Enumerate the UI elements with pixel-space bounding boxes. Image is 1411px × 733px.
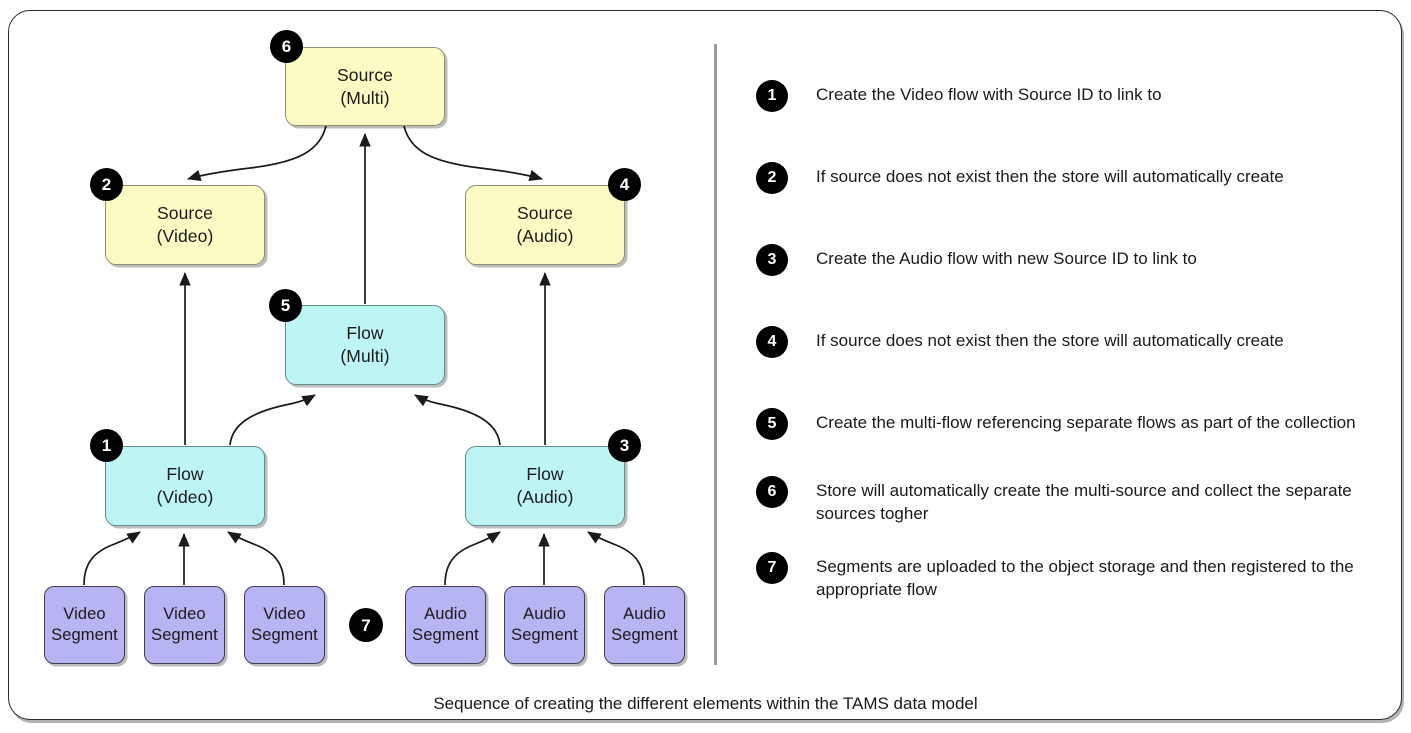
node-source-video-line1: Source — [156, 203, 214, 224]
node-audio-segment-3[interactable]: Audio Segment — [604, 586, 685, 664]
legend-text-1: Create the Video flow with Source ID to … — [816, 85, 1162, 104]
node-video-segment-3-line2: Segment — [251, 626, 318, 644]
diagram-caption: Sequence of creating the different eleme… — [433, 694, 978, 713]
node-audio-segment-2-line1: Audio — [523, 604, 566, 623]
legend-item-1: 1 Create the Video flow with Source ID t… — [756, 80, 1376, 122]
legend-badge-7: 7 — [756, 551, 788, 584]
badge-2-source-video[interactable]: 2 — [90, 168, 123, 201]
node-video-segment-1-line1: Video — [63, 604, 106, 623]
legend-text-2: If source does not exist then the store … — [816, 167, 1284, 186]
badge-5-flow-multi[interactable]: 5 — [269, 289, 302, 322]
legend-item-2: 2 If source does not exist then the stor… — [756, 162, 1376, 204]
legend-item-7: 7 Segments are uploaded to the object st… — [756, 551, 1376, 602]
node-source-multi-line1: Source — [336, 64, 394, 85]
node-audio-segment-2-line2: Segment — [511, 626, 578, 644]
node-flow-video-line1: Flow — [166, 464, 204, 485]
legend-badge-1: 1 — [756, 80, 788, 112]
node-video-segment-1[interactable]: Video Segment — [44, 586, 125, 664]
node-video-segment-2-line1: Video — [163, 604, 206, 623]
node-source-audio-line1: Source — [516, 203, 574, 224]
node-flow-multi-line1: Flow — [346, 323, 384, 344]
node-flow-audio-line1: Flow — [526, 464, 564, 485]
badge-7-segments[interactable]: 7 — [349, 608, 383, 642]
legend-badge-2: 2 — [756, 162, 788, 194]
node-audio-segment-1[interactable]: Audio Segment — [405, 586, 486, 664]
node-audio-segment-1-line2: Segment — [412, 626, 479, 644]
node-video-segment-2[interactable]: Video Segment — [144, 586, 225, 664]
legend-text-4: If source does not exist then the store … — [816, 331, 1284, 350]
legend-badge-3: 3 — [756, 244, 788, 276]
node-audio-segment-3-line2: Segment — [611, 626, 678, 644]
legend-text-7: Segments are uploaded to the object stor… — [816, 556, 1354, 600]
node-video-segment-2-line2: Segment — [151, 626, 218, 644]
node-video-segment-3-line1: Video — [263, 604, 306, 623]
legend-item-4: 4 If source does not exist then the stor… — [756, 326, 1376, 368]
legend-panel: 1 Create the Video flow with Source ID t… — [756, 80, 1376, 602]
vertical-divider — [714, 44, 717, 665]
node-source-audio[interactable]: Source (Audio) — [465, 185, 625, 265]
node-source-audio-line2: (Audio) — [516, 226, 574, 246]
node-video-segment-3[interactable]: Video Segment — [244, 586, 325, 664]
legend-text-3: Create the Audio flow with new Source ID… — [816, 249, 1197, 268]
node-flow-multi-line2: (Multi) — [340, 346, 390, 366]
node-flow-video-line2: (Video) — [156, 487, 214, 507]
badge-1-flow-video[interactable]: 1 — [90, 429, 123, 462]
node-source-multi[interactable]: Source (Multi) — [285, 47, 445, 126]
node-audio-segment-3-line1: Audio — [623, 604, 666, 623]
node-source-video-line2: (Video) — [156, 226, 214, 246]
node-flow-multi[interactable]: Flow (Multi) — [285, 305, 445, 385]
badge-6-source-multi[interactable]: 6 — [270, 30, 303, 63]
legend-text-6: Store will automatically create the mult… — [816, 481, 1352, 524]
badge-4-source-audio[interactable]: 4 — [608, 168, 641, 201]
legend-item-3: 3 Create the Audio flow with new Source … — [756, 244, 1376, 286]
node-source-video[interactable]: Source (Video) — [105, 185, 265, 265]
node-flow-audio[interactable]: Flow (Audio) — [465, 446, 625, 526]
node-flow-audio-line2: (Audio) — [516, 487, 574, 507]
node-audio-segment-2[interactable]: Audio Segment — [504, 586, 585, 664]
node-flow-video[interactable]: Flow (Video) — [105, 446, 265, 526]
node-audio-segment-1-line1: Audio — [424, 604, 467, 623]
node-source-multi-line2: (Multi) — [340, 87, 390, 108]
node-video-segment-1-line2: Segment — [51, 626, 118, 644]
legend-item-5: 5 Create the multi-flow referencing sepa… — [756, 408, 1376, 450]
legend-badge-5: 5 — [756, 408, 788, 440]
legend-text-5: Create the multi-flow referencing separa… — [816, 413, 1356, 432]
legend-item-6: 6 Store will automatically create the mu… — [756, 476, 1376, 526]
badge-3-flow-audio[interactable]: 3 — [608, 429, 641, 462]
legend-badge-4: 4 — [756, 326, 788, 358]
legend-badge-6: 6 — [756, 476, 788, 508]
